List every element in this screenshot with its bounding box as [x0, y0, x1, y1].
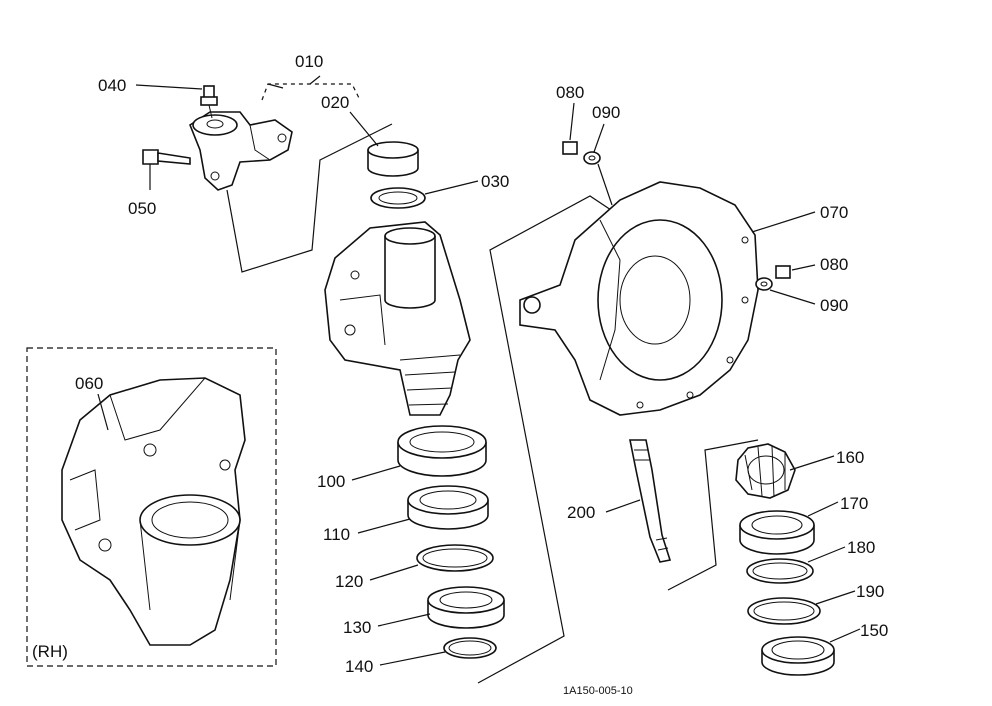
callout-180: 180	[847, 538, 875, 557]
bearing-100	[397, 425, 487, 477]
callout-120: 120	[335, 572, 363, 591]
callout-030: 030	[481, 172, 509, 191]
callout-040: 040	[98, 76, 126, 95]
callout-140: 140	[345, 657, 373, 676]
bearing-110	[407, 485, 489, 530]
bracket-010	[189, 111, 293, 191]
ring-180	[746, 558, 814, 584]
figure-code: 1A150-005-10	[563, 685, 633, 697]
rh-inset-frame	[26, 347, 277, 667]
gear-case-070	[519, 181, 759, 416]
callout-050: 050	[128, 199, 156, 218]
plug-080-right	[775, 265, 791, 279]
leader-060	[97, 393, 109, 431]
shaft-200	[629, 439, 672, 563]
washer-090-top	[583, 151, 601, 165]
callout-110: 110	[323, 525, 350, 544]
callout-190: 190	[856, 582, 884, 601]
callout-170: 170	[840, 494, 868, 513]
callout-160: 160	[836, 448, 864, 467]
callout-080-right: 080	[820, 255, 848, 274]
callout-060: 060	[75, 374, 103, 393]
housing-rh-060	[61, 377, 246, 646]
callout-150: 150	[860, 621, 888, 640]
knuckle-case	[324, 221, 471, 416]
snap-ring-120	[416, 544, 494, 572]
bearing-170	[739, 510, 815, 555]
callout-080-top: 080	[556, 83, 584, 102]
callout-090-right: 090	[820, 296, 848, 315]
callout-070: 070	[820, 203, 848, 222]
bearing-130	[427, 586, 505, 629]
washer-090-right	[755, 277, 773, 291]
callout-200: 200	[567, 503, 595, 522]
bevel-gear-160	[735, 443, 796, 499]
callout-010: 010	[295, 52, 323, 71]
seal-030	[370, 187, 426, 209]
callout-130: 130	[343, 618, 371, 637]
snap-ring-190	[747, 597, 821, 625]
plug-080-top	[562, 141, 578, 155]
inset-label: (RH)	[32, 642, 68, 661]
bushing-020	[367, 141, 419, 177]
seal-150	[761, 636, 835, 676]
bolt-050	[142, 149, 191, 165]
grease-nipple-040	[200, 85, 218, 119]
snap-ring-140	[443, 637, 497, 659]
callout-020: 020	[321, 93, 349, 112]
callout-100: 100	[317, 472, 345, 491]
callout-090-top: 090	[592, 103, 620, 122]
